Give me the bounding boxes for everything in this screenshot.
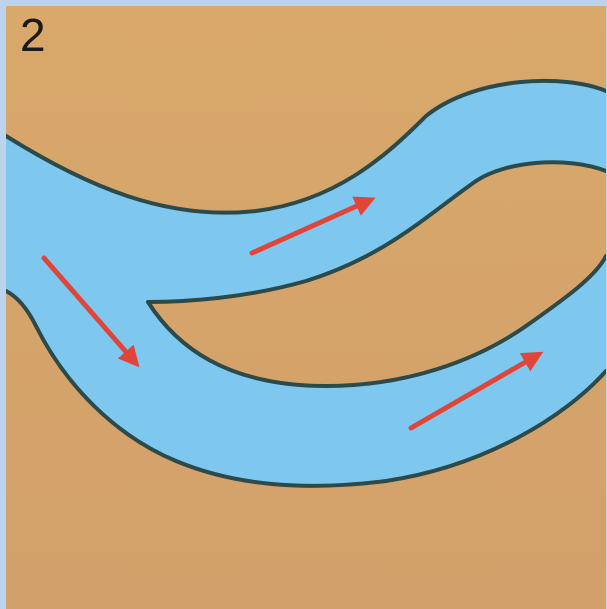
river-meander-diagram xyxy=(6,6,606,609)
diagram-frame: 2 xyxy=(6,6,606,609)
step-number: 2 xyxy=(20,12,47,58)
